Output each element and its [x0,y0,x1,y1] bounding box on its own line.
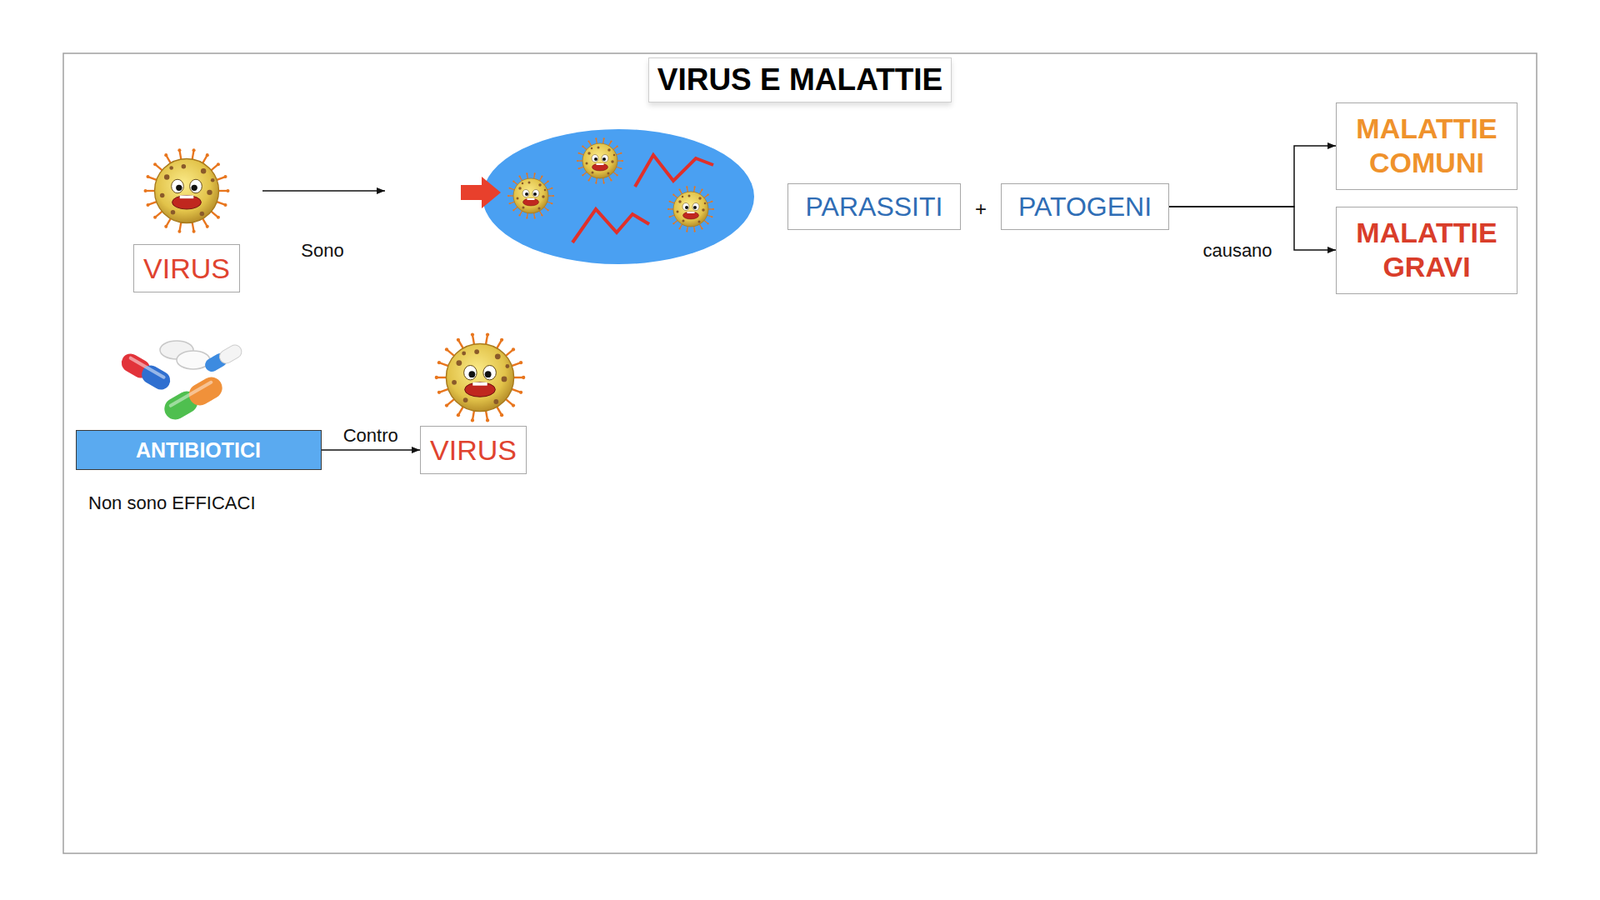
virus-icon [507,172,555,219]
node-text: PARASSITI [805,190,944,223]
svg-rect [128,355,166,380]
concept-box: PATOGENI [1000,183,1170,230]
plus-sign: + [973,197,989,222]
edge-label: Contro [341,425,400,447]
virus-icon [576,137,624,184]
virus-icon [143,148,230,234]
svg-ellipse [176,350,210,370]
node-text: VIRUS [430,433,517,468]
connector-arrow [321,449,421,451]
note-text: Non sono EFFICACI [86,492,258,515]
concept-box: PARASSITI [787,183,961,230]
pills-icon [118,340,245,424]
svg-g [160,373,227,425]
disease-box: MALATTIE COMUNI [1335,102,1518,190]
edge-label: causano [1200,240,1274,262]
svg-rect [185,373,226,410]
disease-box: MALATTIE GRAVI [1335,206,1518,295]
node-text: VIRUS [143,251,230,286]
zigzag [635,155,714,187]
svg-rect [217,342,245,366]
red-arrow [460,176,501,209]
drug-box: ANTIBIOTICI [75,430,322,470]
host-cell [482,129,755,265]
label-box: VIRUS [133,244,240,294]
virus-icon [435,332,526,422]
arrow [262,190,385,192]
node-text: MALATTIE GRAVI [1345,215,1509,285]
connector-arrow [1169,145,1336,207]
label-box: VIRUS [420,425,527,475]
node-text: ANTIBIOTICI [135,437,261,463]
title: VIRUS E MALATTIE [648,57,953,103]
virus-icon [667,185,715,232]
svg-rect [168,380,214,408]
frame [63,53,1537,854]
node-text: PATOGENI [1018,190,1152,223]
zigzag [572,209,650,243]
svg-g [118,350,174,393]
verb-label: Sono [299,240,345,262]
node-text: MALATTIE COMUNI [1345,111,1509,180]
svg-g [202,342,245,375]
